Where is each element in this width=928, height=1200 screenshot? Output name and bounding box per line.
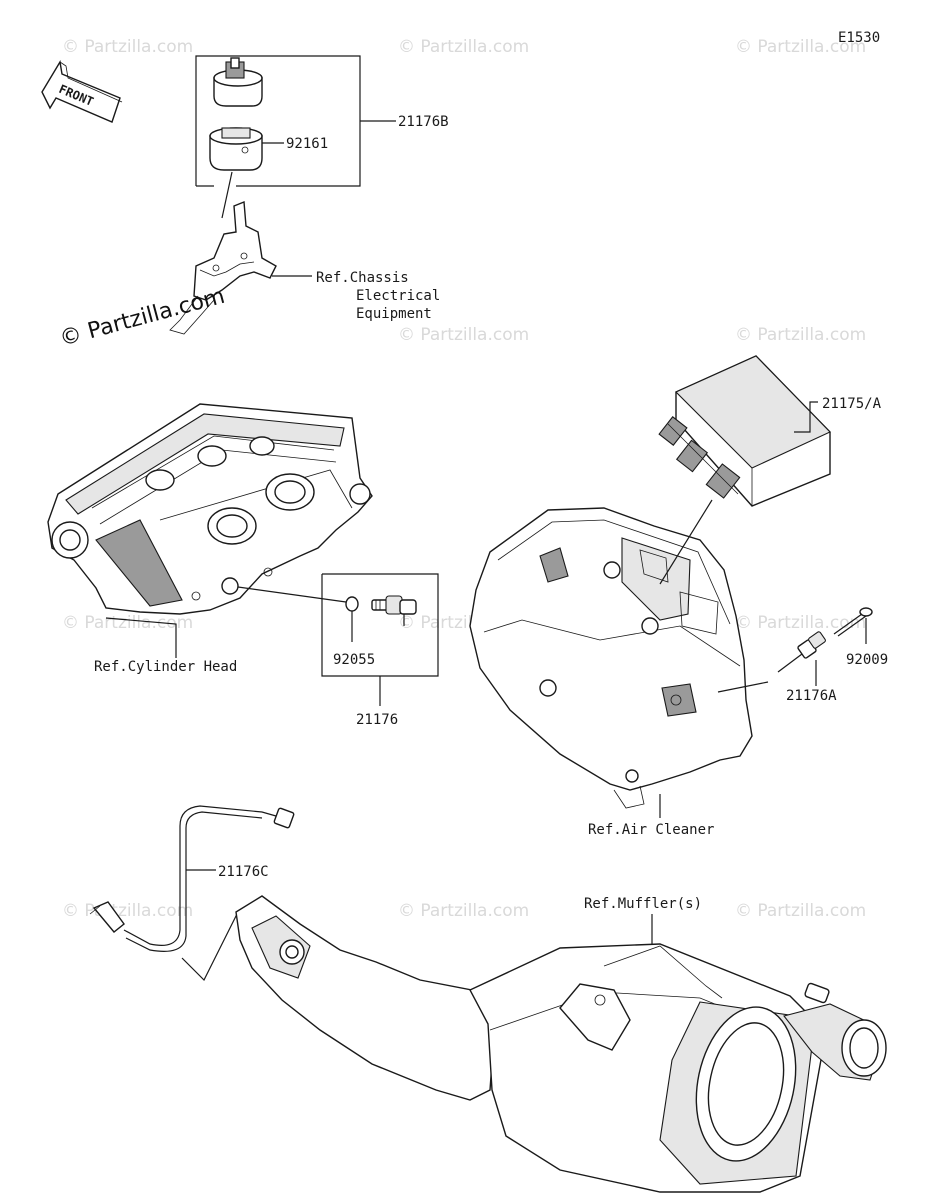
muffler-icon (235, 895, 887, 1193)
intake-sensor-icon (777, 631, 826, 673)
relay-bracket-icon (169, 171, 277, 335)
part-label-92009: 92009 (846, 652, 888, 668)
diagram-code: E1530 (838, 30, 880, 46)
ref-label-chassis: Ref.Chassis (316, 270, 409, 286)
watermark: © Partzilla.com (398, 37, 529, 57)
part-label-92161: 92161 (286, 136, 328, 152)
watermark: © Partzilla.com (735, 325, 866, 345)
part-label-21175A: 21175/A (822, 396, 882, 412)
watermark-layer: © Partzilla.com © Partzilla.com © Partzi… (62, 37, 866, 921)
relay-group (169, 55, 396, 335)
ref-label-air-cleaner: Ref.Air Cleaner (588, 822, 714, 838)
part-label-21176C: 21176C (218, 864, 269, 880)
part-label-21176B: 21176B (398, 114, 449, 130)
ref-label-chassis-3: Equipment (356, 306, 432, 322)
part-label-21176A: 21176A (786, 688, 837, 704)
bolt-icon (833, 607, 873, 637)
part-label-92055: 92055 (333, 652, 375, 668)
watermark: © Partzilla.com (62, 37, 193, 57)
temp-sensor-group (321, 573, 439, 706)
watermark: © Partzilla.com (735, 901, 866, 921)
front-arrow-icon: FRONT (41, 60, 123, 123)
relay-icon (209, 127, 263, 171)
temperature-sensor-icon (371, 595, 417, 615)
watermark-main: © Partzilla.com (57, 284, 227, 352)
ref-label-chassis-2: Electrical (356, 288, 440, 304)
ecu-icon (658, 355, 831, 507)
watermark: © Partzilla.com (398, 325, 529, 345)
watermark: © Partzilla.com (62, 901, 193, 921)
relay-connector-icon (213, 57, 263, 107)
watermark: © Partzilla.com (62, 613, 193, 633)
o-ring-icon (345, 596, 359, 612)
exhaust-sensor-harness-icon (89, 805, 295, 952)
air-cleaner-icon (469, 507, 753, 809)
ref-label-muffler: Ref.Muffler(s) (584, 896, 702, 912)
watermark: © Partzilla.com (735, 37, 866, 57)
watermark: © Partzilla.com (398, 901, 529, 921)
watermark: © Partzilla.com (735, 613, 866, 633)
ref-label-cylinder-head: Ref.Cylinder Head (94, 659, 237, 675)
part-label-21176: 21176 (356, 712, 398, 728)
cylinder-head-icon (47, 403, 373, 615)
